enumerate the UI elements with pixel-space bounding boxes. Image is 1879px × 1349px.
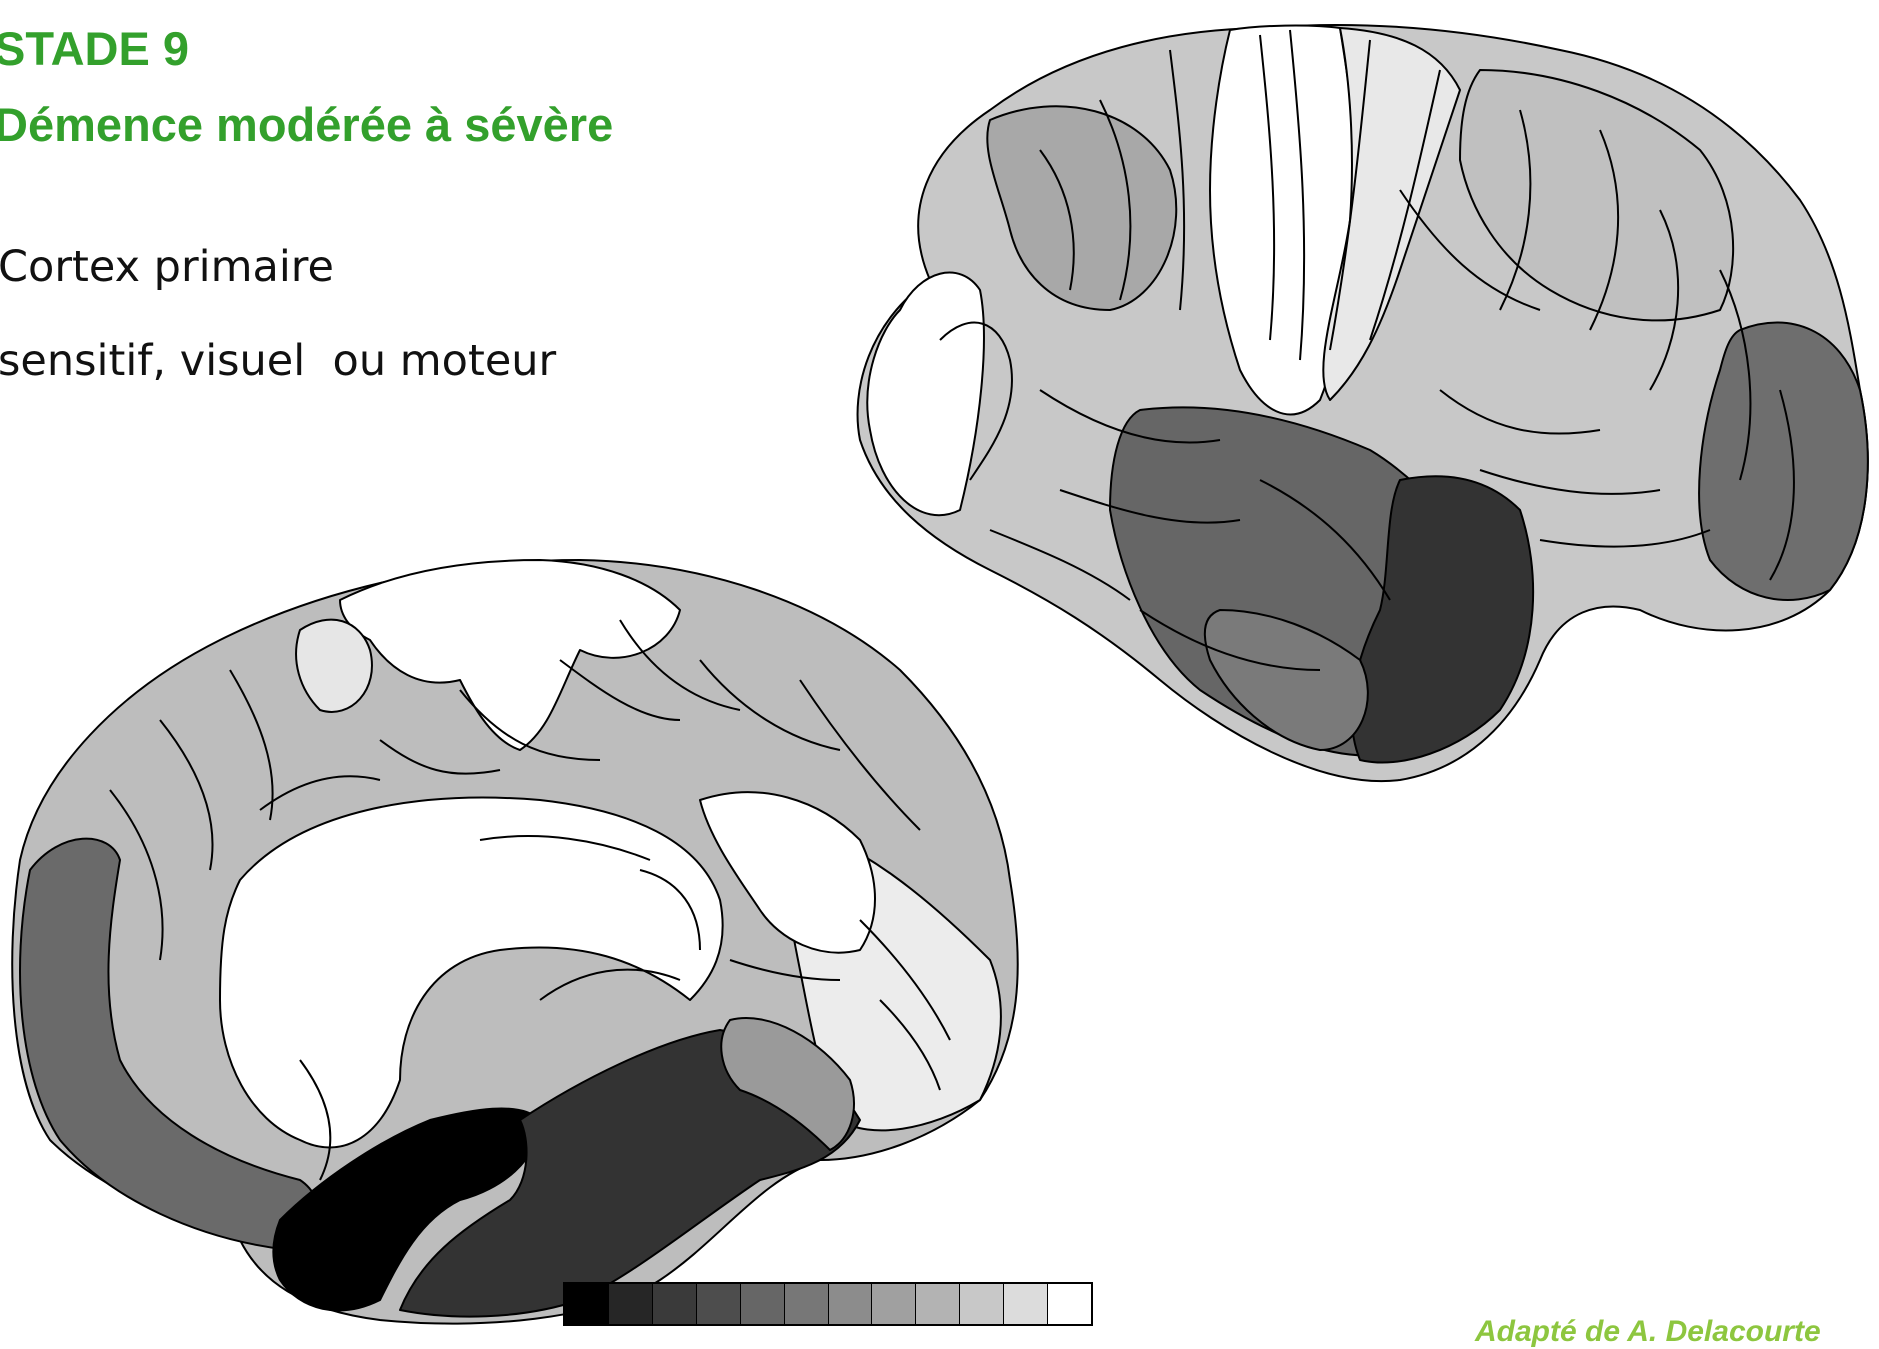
scale-swatch (653, 1284, 697, 1324)
text-line-modalities: sensitif, visuel ou moteur (0, 336, 556, 386)
scale-swatch (916, 1284, 960, 1324)
scale-swatch (785, 1284, 829, 1324)
scale-swatch (565, 1284, 609, 1324)
scale-swatch (1004, 1284, 1048, 1324)
severity-scale-bar (563, 1282, 1093, 1326)
scale-swatch (829, 1284, 873, 1324)
scale-swatch (697, 1284, 741, 1324)
brain-medial-view (0, 540, 1040, 1337)
scale-swatch (872, 1284, 916, 1324)
scale-swatch (609, 1284, 653, 1324)
scale-swatch (960, 1284, 1004, 1324)
stage-subtitle: Démence modérée à sévère (0, 98, 613, 152)
scale-swatch (741, 1284, 785, 1324)
source-credit: Adapté de A. Delacourte (1475, 1315, 1821, 1349)
occipital-region (1699, 323, 1868, 601)
scale-swatch (1048, 1284, 1091, 1324)
text-line-cortex: Cortex primaire (0, 242, 334, 292)
stage-title: STADE 9 (0, 22, 189, 76)
